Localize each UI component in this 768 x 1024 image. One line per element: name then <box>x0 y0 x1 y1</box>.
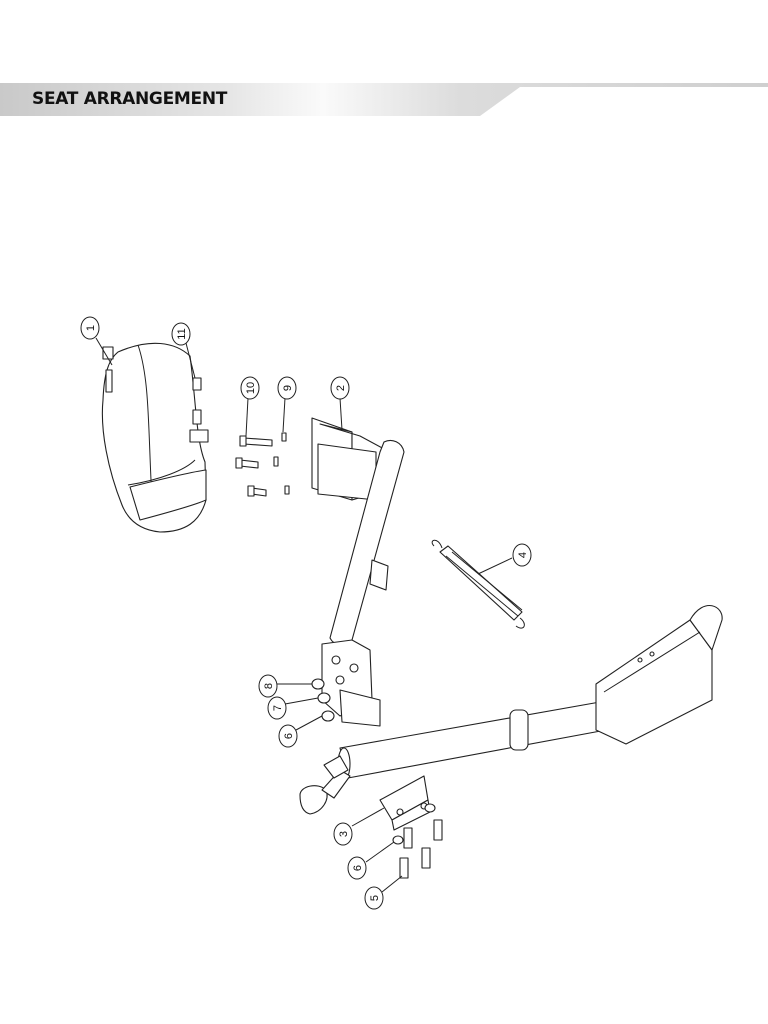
callout-1: 1 <box>80 316 113 366</box>
washer-set-9 <box>273 432 290 495</box>
callout-10: 10 <box>240 376 260 437</box>
svg-text:8: 8 <box>263 683 275 689</box>
svg-text:9: 9 <box>282 385 294 391</box>
callout-9: 9 <box>277 376 297 433</box>
adjustment-handle <box>299 755 351 815</box>
callout-11: 11 <box>171 322 196 379</box>
banner-background <box>0 83 768 116</box>
seat-cushion <box>101 342 209 533</box>
svg-text:11: 11 <box>176 328 188 339</box>
svg-text:4: 4 <box>517 552 529 558</box>
seat-frame <box>311 417 405 727</box>
svg-text:10: 10 <box>245 382 257 394</box>
seat-slide-rail <box>337 604 723 781</box>
callout-3: 3 <box>333 807 385 846</box>
callout-6-lower: 6 <box>347 841 395 880</box>
washers-678 <box>311 678 335 722</box>
svg-text:3: 3 <box>338 831 350 837</box>
title-banner <box>0 83 768 117</box>
spring <box>431 539 525 629</box>
bolt-set-10 <box>235 435 273 497</box>
mount-bracket-3 <box>379 775 431 831</box>
bolts-5 <box>392 803 443 879</box>
svg-text:6: 6 <box>352 865 364 871</box>
svg-text:1: 1 <box>85 325 97 331</box>
callout-6-upper: 6 <box>278 715 323 748</box>
svg-text:6: 6 <box>283 733 295 739</box>
svg-text:5: 5 <box>369 895 381 901</box>
callout-2: 2 <box>330 376 350 431</box>
callout-8: 8 <box>258 674 312 698</box>
svg-text:7: 7 <box>272 705 284 711</box>
svg-text:2: 2 <box>335 385 347 391</box>
page-title: SEAT ARRANGEMENT <box>32 89 228 109</box>
callout-4: 4 <box>477 543 532 575</box>
callout-7: 7 <box>267 696 319 720</box>
nut-11 <box>192 377 202 391</box>
callout-5: 5 <box>364 875 403 910</box>
